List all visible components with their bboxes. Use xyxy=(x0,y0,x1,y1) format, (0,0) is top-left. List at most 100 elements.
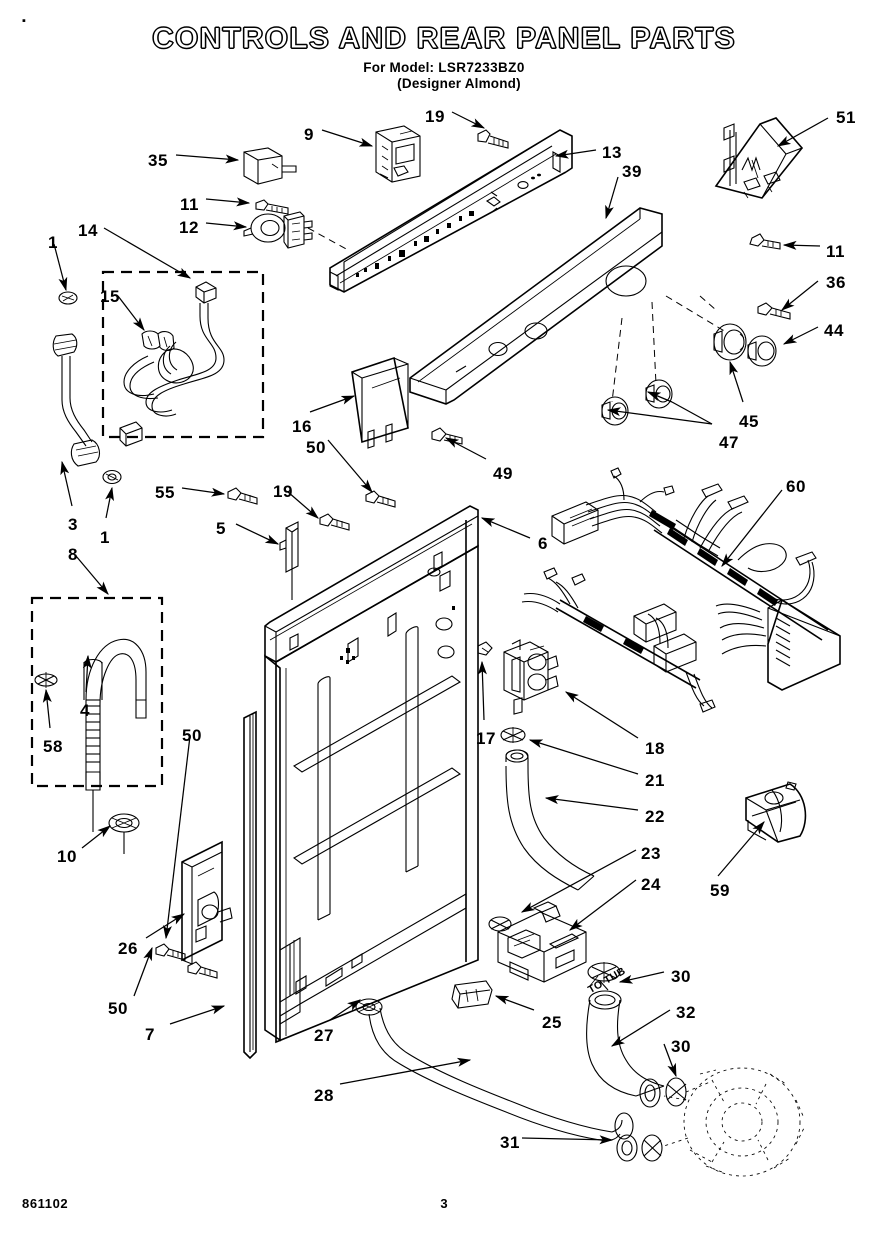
callout-number-15: 15 xyxy=(100,287,120,306)
callout-number-26: 26 xyxy=(118,939,138,958)
callout-number-13: 13 xyxy=(602,143,622,162)
pump-motor-outline xyxy=(663,1067,805,1177)
mounting-plate-part-26 xyxy=(181,840,233,965)
part-51-bracket xyxy=(714,117,804,199)
screw-part-36 xyxy=(757,302,791,320)
rear-top-panel xyxy=(409,207,663,405)
part-16-corner-guard xyxy=(351,356,409,449)
callout-number-3: 3 xyxy=(68,515,78,534)
screw-part-17 xyxy=(477,641,493,656)
callout-number-18: 18 xyxy=(645,739,665,758)
callout-number-50: 50 xyxy=(108,999,128,1018)
pump-part-24 xyxy=(497,901,587,983)
clamp-part-10 xyxy=(108,813,140,854)
callout-number-50: 50 xyxy=(182,726,202,745)
callout-number-30: 30 xyxy=(671,1037,691,1056)
footer-code: 861102 xyxy=(22,1196,69,1211)
pump-guard-part-59 xyxy=(745,781,807,843)
clamp-part-21 xyxy=(500,727,526,743)
tub-hose-part-32 xyxy=(586,990,665,1108)
callout-number-28: 28 xyxy=(314,1086,334,1105)
callout-number-12: 12 xyxy=(179,218,199,237)
callout-number-19: 19 xyxy=(273,482,293,501)
callout-number-6: 6 xyxy=(538,534,548,553)
screw-part-50-mid xyxy=(155,943,186,961)
screw-part-50-top xyxy=(365,490,396,508)
callout-number-51: 51 xyxy=(836,108,856,127)
callout-number-31: 31 xyxy=(500,1133,520,1152)
screw-part-11-right xyxy=(749,233,781,250)
callout-number-49: 49 xyxy=(493,464,513,483)
screw-part-19-lower xyxy=(319,513,350,531)
part-9-switch-box xyxy=(375,125,421,183)
callout-number-27: 27 xyxy=(314,1026,334,1045)
drain-hose-part-4 xyxy=(83,638,147,832)
callout-number-23: 23 xyxy=(641,844,661,863)
clamp-part-23 xyxy=(488,916,512,932)
screw-part-11-upper xyxy=(255,199,289,215)
knob-part-47-a xyxy=(645,379,673,409)
water-valve-part-18 xyxy=(503,639,559,715)
screw-part-19-top xyxy=(477,129,509,149)
callout-number-14: 14 xyxy=(78,221,98,240)
callout-number-21: 21 xyxy=(645,771,665,790)
wire-harness-part-60 xyxy=(521,483,841,713)
leader-lines xyxy=(42,111,829,1145)
callout-number-50: 50 xyxy=(306,438,326,457)
callout-number-10: 10 xyxy=(57,847,77,866)
callout-number-36: 36 xyxy=(826,273,846,292)
callout-number-22: 22 xyxy=(645,807,665,826)
callout-number-60: 60 xyxy=(786,477,806,496)
knob-part-45 xyxy=(713,323,747,361)
callout-number-8: 8 xyxy=(68,545,78,564)
callout-number-1: 1 xyxy=(100,528,110,547)
screw-part-49 xyxy=(431,427,463,445)
switch-part-35 xyxy=(243,147,297,185)
cord-clip-part-15 xyxy=(141,330,175,351)
callout-number-16: 16 xyxy=(292,417,312,436)
callout-number-17: 17 xyxy=(476,729,496,748)
screw-part-50-bottom xyxy=(187,961,218,979)
clamp-part-30-lower xyxy=(665,1077,687,1107)
timer-part-12 xyxy=(243,211,313,249)
callout-number-9: 9 xyxy=(304,125,314,144)
callout-number-58: 58 xyxy=(43,737,63,756)
callout-number-5: 5 xyxy=(216,519,226,538)
dashed-group-8 xyxy=(30,596,164,788)
callout-number-59: 59 xyxy=(710,881,730,900)
callout-number-30: 30 xyxy=(671,967,691,986)
callout-number-55: 55 xyxy=(155,483,175,502)
callout-number-35: 35 xyxy=(148,151,168,170)
clamp-part-58 xyxy=(34,672,58,688)
callout-number-24: 24 xyxy=(641,875,661,894)
callout-number-1: 1 xyxy=(48,233,58,252)
callout-number-4: 4 xyxy=(80,701,90,720)
panel-strip-part-7 xyxy=(243,710,257,1060)
callout-number-11: 11 xyxy=(826,242,845,261)
clip-part-25 xyxy=(451,980,493,1009)
knob-part-44 xyxy=(747,335,777,367)
callout-number-25: 25 xyxy=(542,1013,562,1032)
washer-part-1-mid xyxy=(102,469,122,485)
inlet-hose-part-3 xyxy=(52,291,101,467)
drain-hose-part-28 xyxy=(368,1007,634,1142)
clamp-part-27 xyxy=(355,998,383,1016)
bracket-part-5 xyxy=(279,521,299,600)
callout-number-39: 39 xyxy=(622,162,642,181)
callout-number-7: 7 xyxy=(145,1025,155,1044)
callout-number-32: 32 xyxy=(676,1003,696,1022)
page-number: 3 xyxy=(440,1196,448,1211)
clamp-part-30-upper xyxy=(587,962,621,991)
registration-mark: ▪ xyxy=(22,15,26,27)
callout-number-47: 47 xyxy=(719,433,739,452)
callout-number-19: 19 xyxy=(425,107,445,126)
power-cord-part-14 xyxy=(119,281,225,447)
clamp-part-31 xyxy=(616,1134,663,1162)
callout-number-11: 11 xyxy=(180,195,199,214)
callout-number-45: 45 xyxy=(739,412,759,431)
control-panel-assembly xyxy=(329,129,573,293)
screw-part-55 xyxy=(227,487,258,505)
callout-number-44: 44 xyxy=(824,321,844,340)
